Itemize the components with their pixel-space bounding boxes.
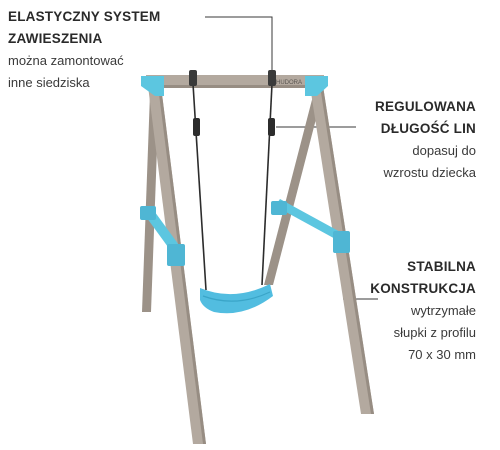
diagonal-braces [140,199,350,266]
callout-suspension: ELASTYCZNY SYSTEM ZAWIESZENIA można zamo… [8,6,160,94]
construction-desc-line3: 70 x 30 mm [408,347,476,362]
right-corner-bracket [305,76,328,96]
suspension-desc-line2: inne siedziska [8,75,90,90]
top-beam: HUDORA [146,75,324,88]
construction-title-line2: KONSTRUKCJA [370,281,476,296]
suspension-desc-line1: można zamontować [8,53,124,68]
right-rope [261,83,273,286]
construction-title-line1: STABILNA [407,259,476,274]
rope-length-desc-line2: wzrostu dziecka [383,165,476,180]
ropes [192,83,273,291]
rope-length-title-line1: REGULOWANA [375,99,476,114]
rope-length-title-line2: DŁUGOŚĆ LIN [380,121,476,136]
callout-construction: STABILNA KONSTRUKCJA wytrzymałe słupki z… [370,256,476,366]
suspension-title-line2: ZAWIESZENIA [8,31,103,46]
suspension-title-line1: ELASTYCZNY SYSTEM [8,9,161,24]
construction-desc-line1: wytrzymałe [410,303,476,318]
swing-seat [200,284,273,314]
callout-rope-length: REGULOWANA DŁUGOŚĆ LIN dopasuj do wzrost… [375,96,476,184]
frame-left-back-leg [142,94,159,312]
leader-lines [205,16,378,300]
leader-line-suspension [205,16,273,70]
construction-desc-line2: słupki z profilu [393,325,476,340]
rope-length-desc-line1: dopasuj do [412,143,476,158]
rope-hangers [189,70,276,136]
corner-brackets [141,76,328,96]
left-corner-bracket [141,76,164,96]
left-rope [192,83,207,291]
brand-text: HUDORA [276,80,302,86]
right-brace [275,199,344,241]
frame-right-back-leg [264,92,323,285]
